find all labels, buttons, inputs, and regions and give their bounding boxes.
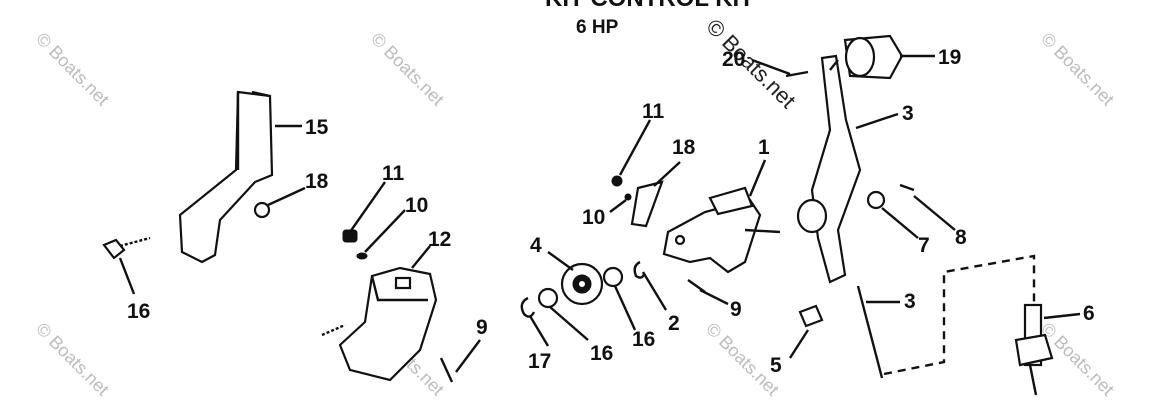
- callout-14: 16: [127, 300, 150, 323]
- callout-4: 4: [530, 234, 542, 257]
- callout-10: 10: [582, 206, 605, 229]
- part-11-nut: [611, 175, 623, 187]
- watermark: © Boats.net: [32, 29, 113, 110]
- callout-8: 6: [1083, 302, 1095, 325]
- callout-10: 10: [405, 194, 428, 217]
- callout-18: 18: [672, 136, 696, 159]
- callout-11: 11: [642, 100, 665, 123]
- callout-15: 18: [305, 170, 329, 193]
- part-15-washer: [253, 201, 271, 219]
- part-17-clip: [520, 296, 536, 318]
- part-14-bolt: [102, 236, 151, 260]
- callouts: 15 18 16 11 10 12 9 17 16 4 16 2 11 18 1…: [127, 46, 1095, 377]
- watermark: © Boats.net: [367, 29, 448, 110]
- callout-2: 2: [668, 312, 680, 335]
- part-3-rod: [856, 285, 884, 379]
- part-4-bushing: [560, 262, 604, 306]
- diagram-title: KIT CONTROL KIT: [545, 0, 754, 12]
- part-10-washer: [356, 252, 368, 260]
- watermark: © Boats.net: [32, 319, 113, 400]
- callout-1: 1: [758, 136, 770, 159]
- part-6-washer: [866, 190, 886, 210]
- diagram-subtitle: 6 HP: [576, 17, 619, 38]
- part-10-washer: [624, 193, 632, 201]
- part-7-screw: [899, 183, 915, 192]
- callout-3: 3: [904, 290, 916, 313]
- assembly-path: [883, 254, 1036, 376]
- part-2-clip: [633, 260, 646, 279]
- leader-lines: [118, 54, 1081, 373]
- callout-9: 9: [730, 298, 742, 321]
- part-8-fitting: [1014, 303, 1054, 396]
- part-16-washer: [537, 287, 559, 309]
- part-19-knob: [843, 34, 904, 80]
- part-20-screw: [785, 70, 809, 78]
- callout-13: 15: [305, 116, 329, 139]
- callout-12: 12: [428, 228, 451, 251]
- part-13-bracket: [178, 90, 274, 264]
- part-5-bushing: [798, 304, 824, 328]
- callout-9: 9: [476, 316, 488, 339]
- watermark-center: © Boats.net: [701, 14, 800, 113]
- part-1-bracket: [662, 186, 781, 274]
- part-16-washer: [602, 266, 624, 288]
- callout-16: 16: [590, 342, 613, 365]
- part-9-screw: [439, 357, 454, 383]
- callout-7: 8: [955, 226, 967, 249]
- callout-11: 11: [382, 162, 405, 185]
- part-12-housing: [321, 266, 438, 382]
- watermark: © Boats.net: [1037, 29, 1118, 110]
- callout-20: 20: [722, 48, 745, 71]
- callout-6: 7: [918, 234, 930, 257]
- callout-5: 5: [770, 354, 782, 377]
- callout-3: 3: [902, 102, 914, 125]
- callout-19: 19: [938, 46, 961, 69]
- part-3-lever: [796, 54, 862, 284]
- part-18-link: [630, 180, 664, 228]
- callout-16: 16: [632, 328, 655, 351]
- callout-17: 17: [528, 350, 551, 373]
